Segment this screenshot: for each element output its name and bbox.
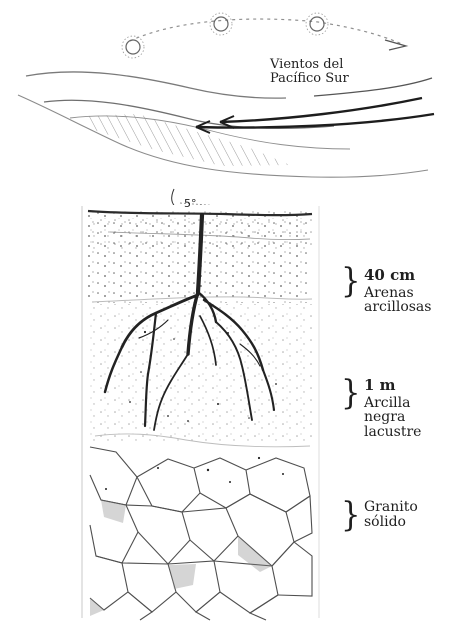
curly-brace-icon: } bbox=[341, 264, 360, 298]
wind-label-line-2: Pacífico Sur bbox=[270, 72, 390, 86]
layer-label-granito: Granito sólido bbox=[364, 500, 418, 529]
layer-name-line-2: lacustre bbox=[364, 424, 421, 440]
layer-name-line-1: Granito bbox=[364, 499, 418, 515]
layer-label-arenas-arcillosas: 40 cm Arenas arcillosas bbox=[364, 268, 431, 315]
layer-arcilla-negra-lacustre bbox=[90, 304, 312, 447]
wind-label: Vientos del Pacífico Sur bbox=[270, 58, 390, 86]
layer-label-arcilla-negra: 1 m Arcilla negra lacustre bbox=[364, 378, 456, 440]
landscape-sketch bbox=[0, 0, 456, 200]
angle-label: 5° bbox=[184, 198, 197, 210]
layer-name-line-1: Arcilla negra bbox=[364, 395, 410, 426]
layer-depth-40cm: 40 cm bbox=[364, 268, 431, 284]
wind-label-line-1: Vientos del bbox=[270, 58, 390, 72]
layer-name-line-1: Arenas bbox=[364, 285, 414, 301]
layer-depth-1m: 1 m bbox=[364, 378, 456, 394]
curly-brace-icon: } bbox=[341, 376, 360, 410]
curly-brace-icon: } bbox=[341, 498, 360, 532]
layer-name-line-2: arcillosas bbox=[364, 299, 431, 315]
layer-name-line-2: sólido bbox=[364, 514, 406, 530]
